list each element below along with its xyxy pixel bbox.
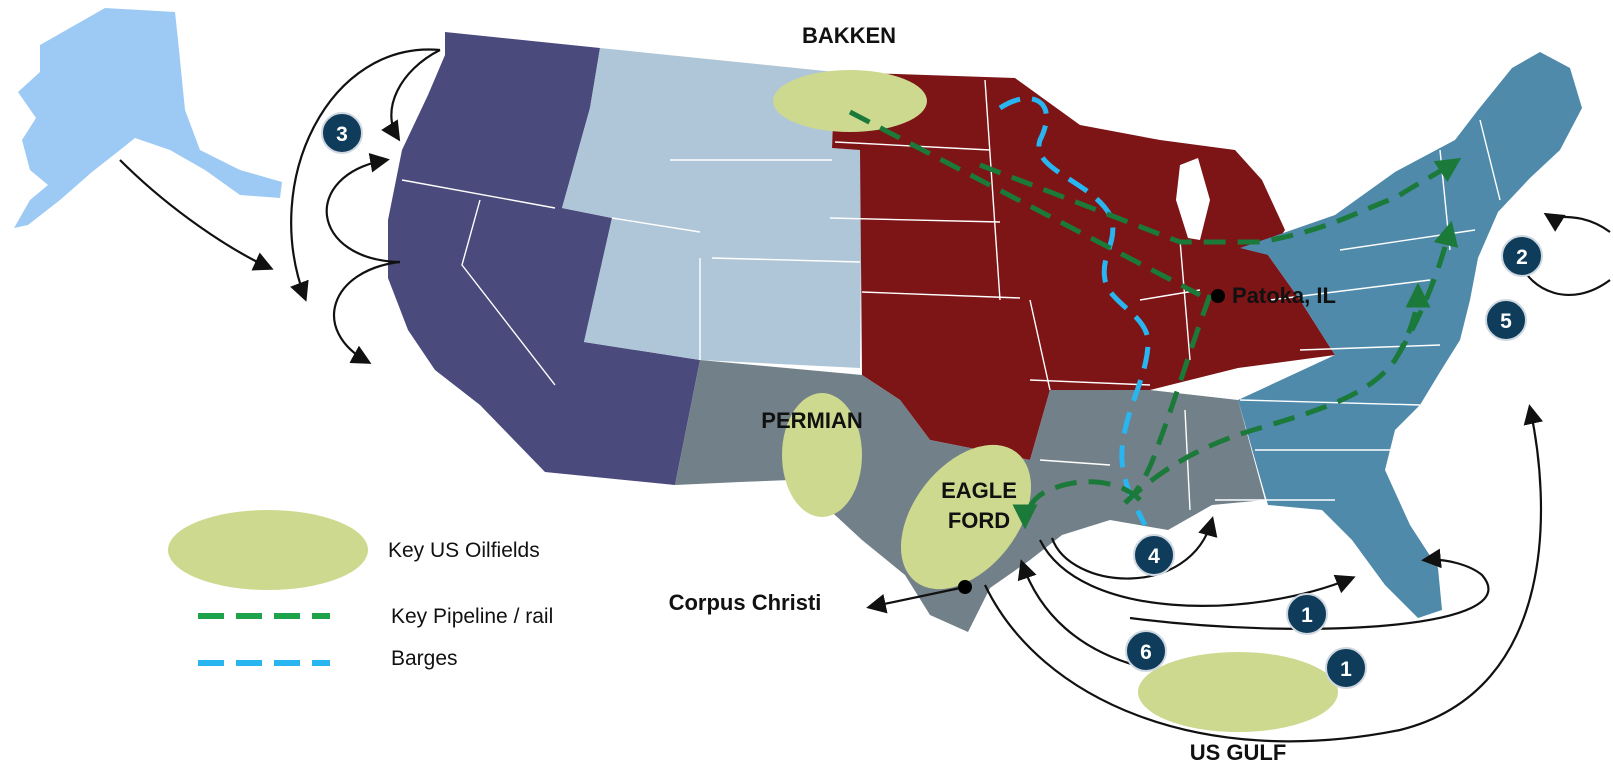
legend: Key US Oilfields Key Pipeline / rail Bar… [168,510,553,670]
us-gulf-label: US GULF [1190,740,1287,765]
legend-oilfield-swatch [168,510,368,590]
legend-barges-label: Barges [391,647,458,670]
barge-route [998,96,1151,527]
permian-oilfield [782,393,862,517]
route-badge-5: 5 [1485,299,1527,341]
pipeline-routes [848,109,1462,530]
alaska-region [14,8,282,228]
route-badge-3: 3 [321,112,363,154]
bakken-label: BAKKEN [802,23,896,48]
svg-text:6: 6 [1140,641,1152,664]
patoka-dot [1211,289,1225,303]
great-lakes [1176,158,1210,240]
permian-label: PERMIAN [761,408,862,433]
route-badge-2: 2 [1501,235,1543,277]
us-gulf-oilfield [1138,652,1338,732]
legend-oilfields-label: Key US Oilfields [388,539,540,562]
east-region [1238,52,1582,618]
svg-text:1: 1 [1340,658,1352,681]
svg-text:5: 5 [1500,310,1512,333]
route-badge-1-florida: 1 [1286,593,1328,635]
bakken-oilfield [773,70,927,132]
eagle-ford-label-line1: EAGLE [941,478,1017,503]
legend-pipeline-label: Key Pipeline / rail [391,605,553,628]
patoka-label: Patoka, IL [1232,283,1336,308]
eagle-ford-oilfield [900,444,1032,590]
svg-text:3: 3 [336,123,348,146]
state-borders [401,79,1501,511]
svg-text:4: 4 [1148,545,1160,568]
corpus-christi-dot [958,580,972,594]
eagle-ford-label-line2: FORD [948,508,1010,533]
mountain-region [562,48,862,368]
route-badge-6: 6 [1125,630,1167,672]
west-region [388,32,700,485]
route-badge-4: 4 [1133,534,1175,576]
svg-text:1: 1 [1301,604,1313,627]
corpus-christi-label: Corpus Christi [669,590,822,615]
shipping-routes [119,48,1611,743]
svg-text:2: 2 [1516,246,1528,269]
route-badge-1-gulf: 1 [1325,647,1367,689]
